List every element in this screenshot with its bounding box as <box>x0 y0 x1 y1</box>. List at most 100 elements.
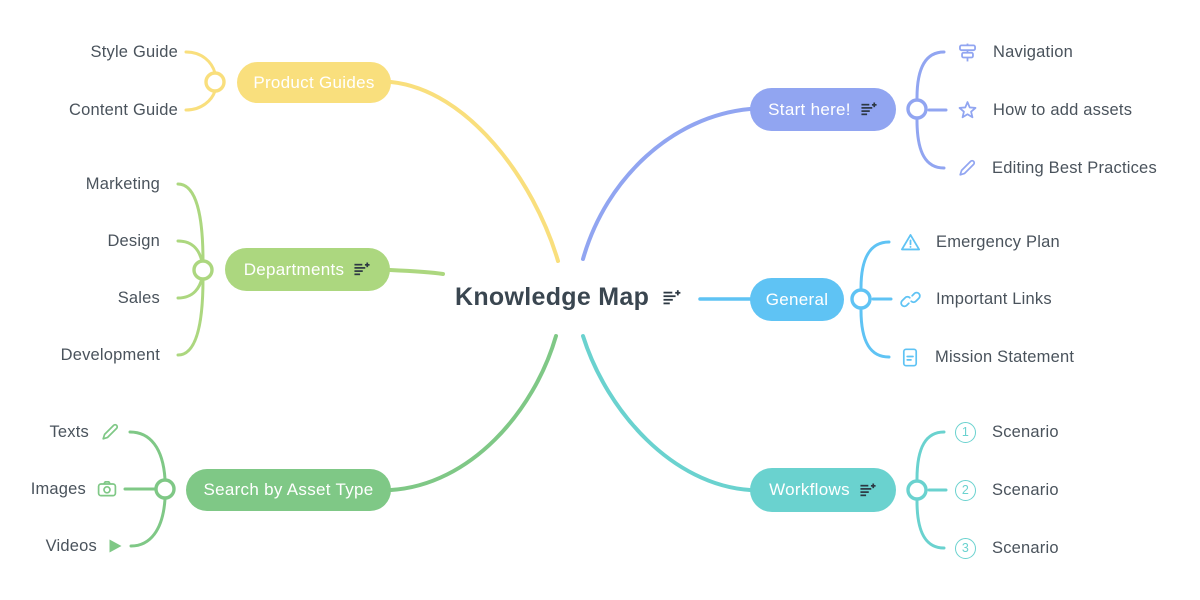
toggle-circle-search-by-asset-type[interactable] <box>154 478 176 500</box>
child-label: Images <box>30 479 86 498</box>
branch-lines-workflows <box>581 334 948 550</box>
numbered-circle-icon: 1 <box>955 421 976 443</box>
pencil-icon <box>957 158 977 178</box>
branch-lines-general <box>698 240 893 359</box>
branch-main-line-workflows <box>581 334 752 492</box>
node-label-product-guides[interactable]: Product Guides <box>237 62 391 103</box>
child-node-emergency-plan[interactable]: Emergency Plan <box>900 230 1060 254</box>
child-label: Editing Best Practices <box>992 158 1157 177</box>
node-label-text: General <box>765 289 829 309</box>
child-label: Important Links <box>936 289 1052 308</box>
node-pill-general[interactable] <box>750 278 844 321</box>
add-note-icon[interactable] <box>860 483 877 498</box>
branch-lines-search-by-asset-type <box>123 334 558 548</box>
child-label: Scenario <box>992 480 1059 499</box>
child-label: Marketing <box>85 174 160 193</box>
add-note-icon[interactable] <box>861 102 878 117</box>
branch-lines-departments <box>176 182 445 357</box>
child-label: Style Guide <box>90 42 178 61</box>
child-line-emergency-plan <box>859 240 891 290</box>
node-pill-start-here[interactable] <box>750 88 896 131</box>
toggle-circle-general[interactable] <box>850 288 872 310</box>
add-note-icon[interactable] <box>663 289 682 306</box>
child-line-navigation <box>915 50 946 100</box>
node-label-general[interactable]: General <box>750 278 844 321</box>
branch-main-line-product-guides <box>389 80 560 263</box>
toggle-circle-product-guides[interactable] <box>204 71 226 93</box>
toggle-circle-workflows[interactable] <box>906 479 928 501</box>
numbered-circle-icon: 2 <box>955 479 976 501</box>
child-label: Scenario <box>992 538 1059 557</box>
child-line-design <box>176 239 204 264</box>
child-line-mission-statement <box>859 308 891 359</box>
warning-triangle-icon <box>900 232 921 253</box>
child-node-scenario-3[interactable]: 3 Scenario <box>955 536 1059 560</box>
child-node-navigation[interactable]: Navigation <box>957 40 1073 64</box>
pencil-icon <box>100 422 120 442</box>
child-line-scenario-3 <box>915 499 946 550</box>
toggle-circle-departments[interactable] <box>192 259 214 281</box>
child-node-development[interactable]: Development <box>61 343 160 367</box>
child-label: Texts <box>49 422 89 441</box>
node-label-search-by-asset-type[interactable]: Search by Asset Type <box>186 469 391 511</box>
child-node-sales[interactable]: Sales <box>118 286 160 310</box>
child-label: Sales <box>117 288 160 307</box>
child-label: Emergency Plan <box>936 232 1060 251</box>
child-node-style-guide[interactable]: Style Guide <box>91 40 179 64</box>
node-pill-search-by-asset-type[interactable] <box>186 469 391 511</box>
child-label: Mission Statement <box>935 347 1075 366</box>
add-note-icon[interactable] <box>354 262 371 277</box>
branch-main-line-departments <box>388 268 445 276</box>
child-node-how-to-add-assets[interactable]: How to add assets <box>957 98 1132 122</box>
child-node-editing-best-practices[interactable]: Editing Best Practices <box>957 156 1157 180</box>
child-node-mission-statement[interactable]: Mission Statement <box>900 345 1074 369</box>
child-label: Design <box>107 231 160 250</box>
play-icon <box>108 538 123 554</box>
child-label: Content Guide <box>68 100 178 119</box>
child-line-texts <box>128 430 167 481</box>
star-icon <box>957 100 978 121</box>
child-label: Scenario <box>992 422 1059 441</box>
toggle-circle-start-here[interactable] <box>906 98 928 120</box>
branch-lines-product-guides <box>184 50 560 263</box>
branch-lines-start-here <box>581 50 948 261</box>
child-node-important-links[interactable]: Important Links <box>900 287 1052 311</box>
child-node-design[interactable]: Design <box>107 229 160 253</box>
child-label: How to add assets <box>993 100 1133 119</box>
node-pill-workflows[interactable] <box>750 468 896 512</box>
node-label-text: Product Guides <box>253 72 375 92</box>
child-line-style-guide <box>184 50 217 75</box>
child-line-scenario-1 <box>915 430 946 481</box>
child-node-texts[interactable]: Texts <box>49 420 120 444</box>
camera-icon <box>97 479 117 499</box>
node-label-text: Start here! <box>768 99 851 119</box>
link-icon <box>900 289 921 310</box>
child-node-marketing[interactable]: Marketing <box>86 172 160 196</box>
child-label: Development <box>60 345 160 364</box>
child-line-content-guide <box>184 89 217 112</box>
center-node-knowledge-map[interactable]: Knowledge Map <box>455 283 682 312</box>
child-node-scenario-1[interactable]: 1 Scenario <box>955 420 1059 444</box>
node-label-text: Search by Asset Type <box>203 480 374 499</box>
child-node-images[interactable]: Images <box>31 477 117 501</box>
child-label: Videos <box>45 536 97 555</box>
node-label-workflows[interactable]: Workflows <box>750 468 896 512</box>
child-node-scenario-2[interactable]: 2 Scenario <box>955 478 1059 502</box>
child-line-development <box>176 277 205 357</box>
node-pill-departments[interactable] <box>225 248 390 291</box>
node-label-text: Workflows <box>769 480 850 499</box>
node-label-text: Departments <box>243 259 345 279</box>
node-label-departments[interactable]: Departments <box>225 248 390 291</box>
child-node-content-guide[interactable]: Content Guide <box>69 98 178 122</box>
branch-main-line-start-here <box>581 107 752 261</box>
node-label-start-here[interactable]: Start here! <box>750 88 896 131</box>
child-line-editing-best-practices <box>915 118 946 170</box>
child-line-sales <box>176 276 204 300</box>
child-node-videos[interactable]: Videos <box>46 534 123 558</box>
node-pill-product-guides[interactable] <box>237 62 391 103</box>
child-line-marketing <box>176 182 205 263</box>
document-icon <box>900 347 920 368</box>
branch-main-line-search <box>389 334 558 492</box>
